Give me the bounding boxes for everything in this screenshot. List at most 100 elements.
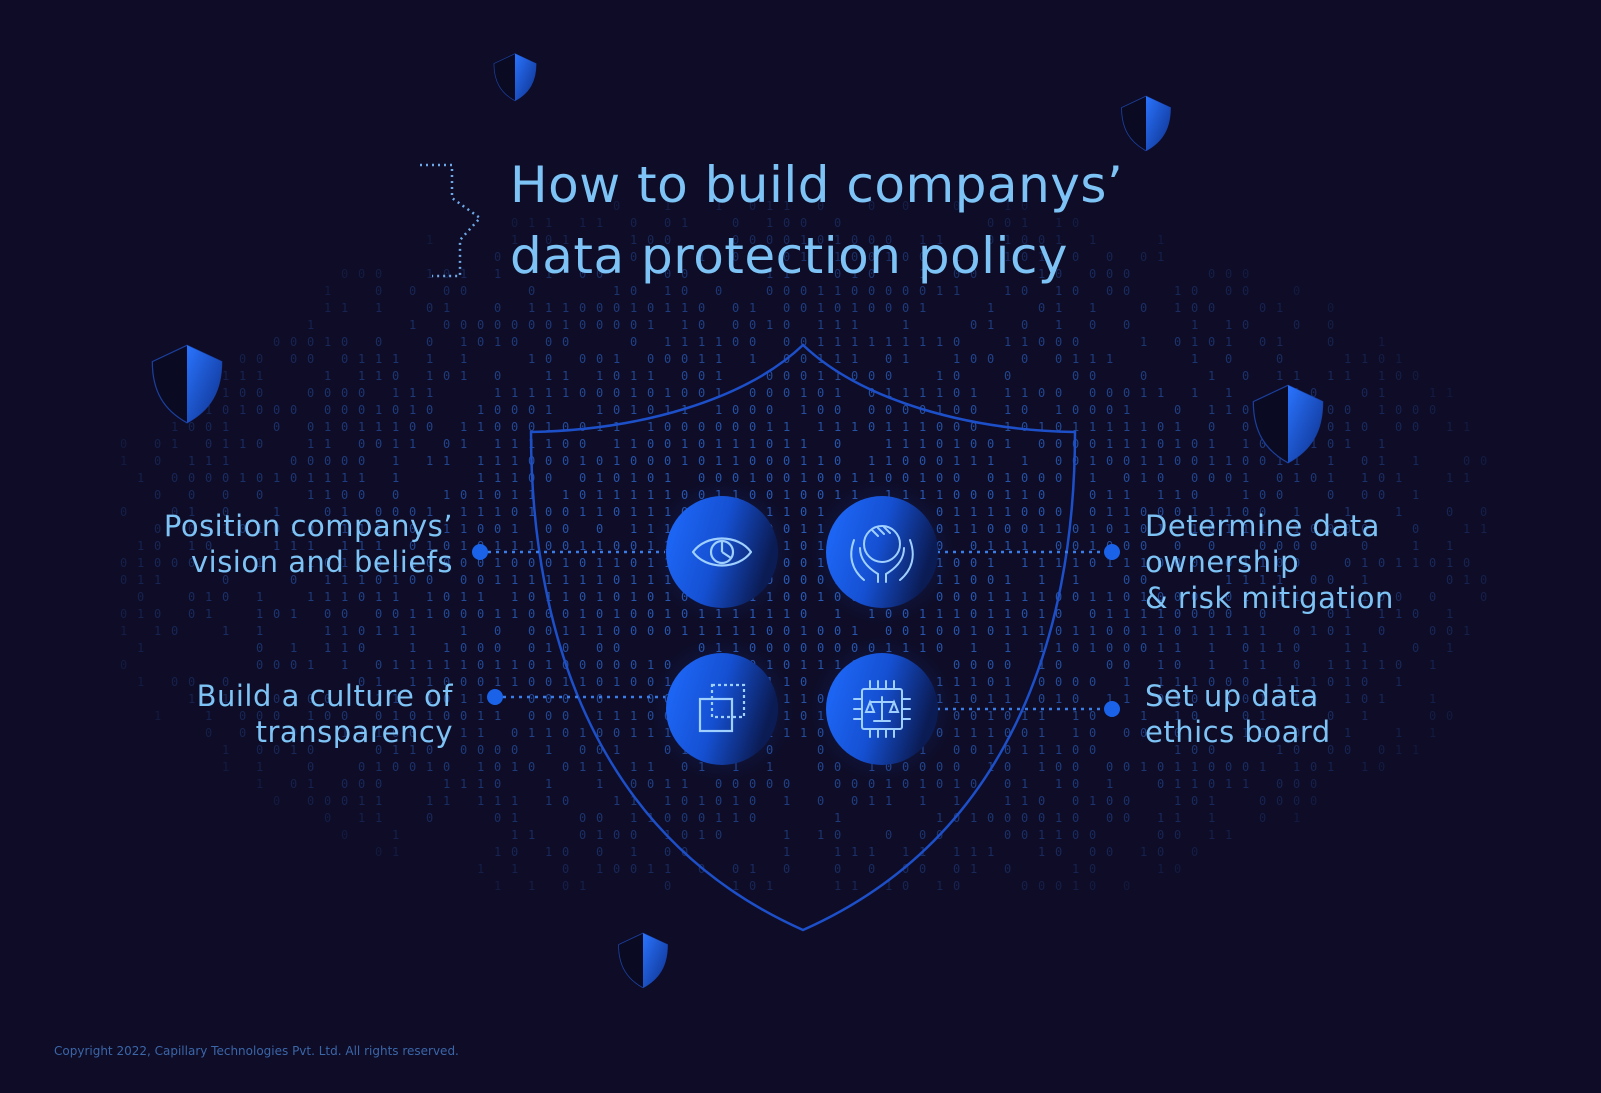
svg-text:0: 0: [885, 403, 892, 417]
svg-text:0: 0: [324, 386, 331, 400]
svg-text:1: 1: [851, 335, 858, 349]
svg-text:1: 1: [579, 624, 586, 638]
svg-text:1: 1: [1429, 726, 1436, 740]
svg-text:0: 0: [154, 488, 161, 502]
large-shield-outline: [529, 343, 1077, 932]
svg-text:0: 0: [936, 760, 943, 774]
svg-text:0: 0: [664, 437, 671, 451]
svg-text:1: 1: [987, 743, 994, 757]
svg-text:1: 1: [1259, 658, 1266, 672]
svg-text:0: 0: [1378, 624, 1385, 638]
svg-text:1: 1: [936, 284, 943, 298]
svg-text:1: 1: [953, 777, 960, 791]
svg-text:0: 0: [1174, 403, 1181, 417]
svg-text:1: 1: [1089, 590, 1096, 604]
svg-text:0: 0: [1123, 794, 1130, 808]
svg-text:1: 1: [1242, 590, 1249, 604]
svg-text:1: 1: [392, 692, 399, 706]
svg-text:1: 1: [647, 505, 654, 519]
svg-text:1: 1: [1242, 777, 1249, 791]
svg-text:1: 1: [1361, 590, 1368, 604]
svg-text:0: 0: [222, 488, 229, 502]
svg-text:1: 1: [1038, 590, 1045, 604]
svg-text:1: 1: [341, 726, 348, 740]
svg-text:0: 0: [1123, 726, 1130, 740]
svg-text:0: 0: [732, 471, 739, 485]
svg-text:0: 0: [1395, 590, 1402, 604]
svg-text:1: 1: [817, 590, 824, 604]
svg-text:0: 0: [970, 709, 977, 723]
svg-text:0: 0: [936, 454, 943, 468]
svg-text:1: 1: [817, 369, 824, 383]
svg-text:1: 1: [919, 607, 926, 621]
svg-text:1: 1: [1004, 386, 1011, 400]
svg-text:1: 1: [630, 403, 637, 417]
svg-text:0: 0: [1157, 437, 1164, 451]
svg-text:0: 0: [681, 284, 688, 298]
svg-text:0: 0: [800, 539, 807, 553]
svg-text:0: 0: [953, 488, 960, 502]
svg-text:0: 0: [868, 386, 875, 400]
svg-text:0: 0: [375, 267, 382, 281]
svg-text:0: 0: [1242, 284, 1249, 298]
svg-text:1: 1: [630, 845, 637, 859]
svg-text:1: 1: [511, 811, 518, 825]
svg-text:0: 0: [613, 199, 620, 213]
svg-text:0: 0: [1021, 811, 1028, 825]
svg-text:0: 0: [426, 301, 433, 315]
svg-text:1: 1: [1004, 641, 1011, 655]
svg-text:0: 0: [256, 471, 263, 485]
svg-text:1: 1: [137, 471, 144, 485]
svg-text:0: 0: [596, 454, 603, 468]
svg-text:0: 0: [987, 573, 994, 587]
svg-text:1: 1: [715, 811, 722, 825]
svg-text:1: 1: [1191, 386, 1198, 400]
svg-text:0: 0: [1106, 641, 1113, 655]
svg-text:0: 0: [970, 590, 977, 604]
svg-text:1: 1: [613, 607, 620, 621]
svg-text:0: 0: [630, 216, 637, 230]
svg-text:1: 1: [630, 590, 637, 604]
svg-text:0: 0: [1327, 318, 1334, 332]
svg-text:1: 1: [1038, 573, 1045, 587]
svg-text:1: 1: [494, 709, 501, 723]
svg-text:0: 0: [1140, 641, 1147, 655]
svg-text:0: 0: [987, 522, 994, 536]
svg-text:1: 1: [1072, 556, 1079, 570]
svg-text:0: 0: [477, 522, 484, 536]
svg-text:0: 0: [783, 624, 790, 638]
svg-text:1: 1: [545, 794, 552, 808]
svg-text:0: 0: [698, 420, 705, 434]
svg-text:1: 1: [817, 318, 824, 332]
svg-text:1: 1: [1208, 403, 1215, 417]
svg-text:0: 0: [375, 573, 382, 587]
svg-text:1: 1: [1361, 641, 1368, 655]
svg-text:1: 1: [987, 845, 994, 859]
svg-text:1: 1: [851, 624, 858, 638]
svg-text:0: 0: [1038, 335, 1045, 349]
svg-text:1: 1: [205, 522, 212, 536]
svg-text:1: 1: [1055, 743, 1062, 757]
svg-text:0: 0: [1055, 471, 1062, 485]
svg-text:0: 0: [766, 437, 773, 451]
svg-text:1: 1: [596, 488, 603, 502]
svg-text:1: 1: [1259, 760, 1266, 774]
svg-text:1: 1: [783, 199, 790, 213]
svg-text:0: 0: [1004, 743, 1011, 757]
svg-text:1: 1: [1225, 454, 1232, 468]
svg-text:0: 0: [1191, 301, 1198, 315]
svg-text:1: 1: [1191, 352, 1198, 366]
svg-text:0: 0: [494, 301, 501, 315]
svg-text:1: 1: [579, 505, 586, 519]
svg-text:1: 1: [1259, 709, 1266, 723]
svg-text:1: 1: [596, 471, 603, 485]
svg-text:1: 1: [851, 471, 858, 485]
svg-text:1: 1: [409, 658, 416, 672]
svg-text:0: 0: [256, 352, 263, 366]
svg-text:1: 1: [1327, 590, 1334, 604]
svg-text:0: 0: [1106, 454, 1113, 468]
svg-text:0: 0: [800, 488, 807, 502]
svg-text:0: 0: [341, 335, 348, 349]
svg-text:1: 1: [664, 471, 671, 485]
svg-text:0: 0: [1378, 556, 1385, 570]
